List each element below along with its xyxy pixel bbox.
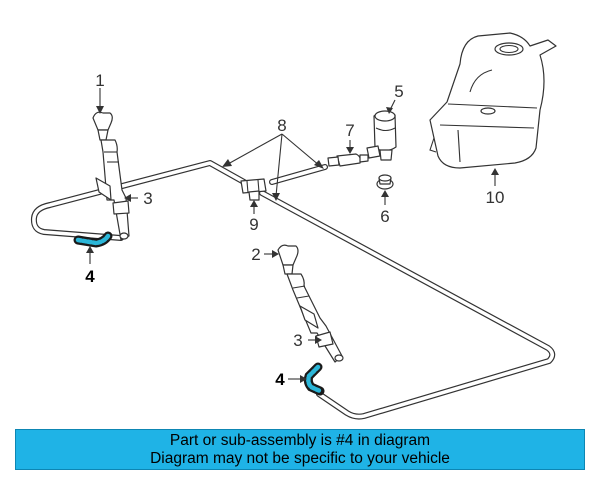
- pump-grommet: [376, 174, 394, 190]
- washer-reservoir: [429, 32, 557, 169]
- leader-lines: [86, 88, 499, 383]
- hose-routing: [30, 160, 556, 420]
- callout-5: 5: [394, 82, 403, 101]
- callout-4-right: 4: [275, 370, 285, 389]
- check-valve: [327, 153, 369, 167]
- callout-1: 1: [95, 71, 104, 90]
- callout-3-right: 3: [293, 331, 302, 350]
- elbow-hose-right: [303, 362, 325, 396]
- info-banner: Part or sub-assembly is #4 in diagram Di…: [15, 429, 585, 470]
- callout-2: 2: [251, 245, 260, 264]
- callout-8: 8: [277, 116, 286, 135]
- callout-3-left: 3: [143, 189, 152, 208]
- holder-left: [95, 139, 130, 241]
- connector-tee: [240, 178, 267, 201]
- callout-9: 9: [249, 215, 258, 234]
- nozzle-right: [277, 244, 299, 275]
- callout-7: 7: [345, 121, 354, 140]
- holder-right: [286, 273, 344, 363]
- callout-labels: 1 2 3 3 4 4 5 6 7 8 9 10: [85, 71, 504, 389]
- callout-6: 6: [380, 207, 389, 226]
- nozzle-left: [92, 111, 113, 141]
- banner-line-disclaimer: Diagram may not be specific to your vehi…: [150, 450, 450, 467]
- washer-pump: [366, 110, 397, 161]
- elbow-hose-left: [73, 231, 113, 248]
- callout-4-left: 4: [85, 267, 95, 286]
- callout-10: 10: [486, 188, 505, 207]
- banner-line-part: Part or sub-assembly is #4 in diagram: [169, 432, 431, 449]
